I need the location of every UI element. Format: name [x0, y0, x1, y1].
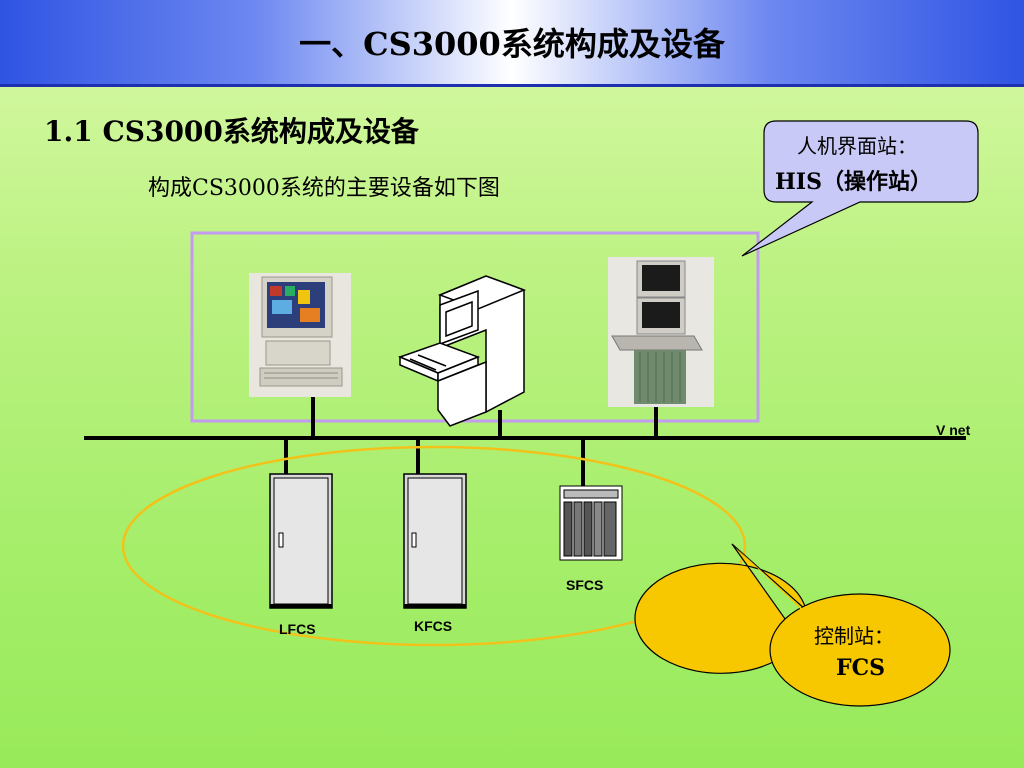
his-callout-line1: 人机界面站：: [797, 134, 917, 158]
title-bar: 一、CS3000系统构成及设备: [0, 0, 1024, 87]
his-callout: 人机界面站： HIS（操作站）: [741, 120, 979, 257]
lfcs-label: LFCS: [279, 621, 316, 637]
fcs-drop-lines: [284, 438, 585, 486]
sfcs-label: SFCS: [566, 577, 603, 593]
fcs-callout-line2: FCS: [836, 655, 885, 681]
fcs-group-ellipse: [121, 445, 747, 647]
kfcs-label: KFCS: [414, 618, 452, 634]
sfcs-unit: [559, 485, 623, 561]
kfcs-cabinet: [403, 473, 467, 609]
page-title: 一、CS3000系统构成及设备: [299, 25, 725, 63]
his-group-box: [190, 231, 760, 423]
fcs-callout-line1: 控制站：: [814, 624, 894, 648]
his-callout-line2: HIS（操作站）: [775, 169, 932, 195]
his-dual-monitor-console: [608, 257, 714, 407]
his-drop-lines: [311, 397, 658, 438]
his-console-workstation: [397, 275, 527, 427]
section-subtitle: 构成CS3000系统的主要设备如下图: [148, 176, 500, 201]
section-heading: 1.1 CS3000系统构成及设备: [44, 115, 419, 148]
fcs-callout: 控制站： FCS: [634, 543, 951, 707]
lfcs-cabinet: [269, 473, 333, 609]
vnet-label: V net: [936, 422, 971, 438]
his-pc-workstation: [249, 273, 351, 397]
